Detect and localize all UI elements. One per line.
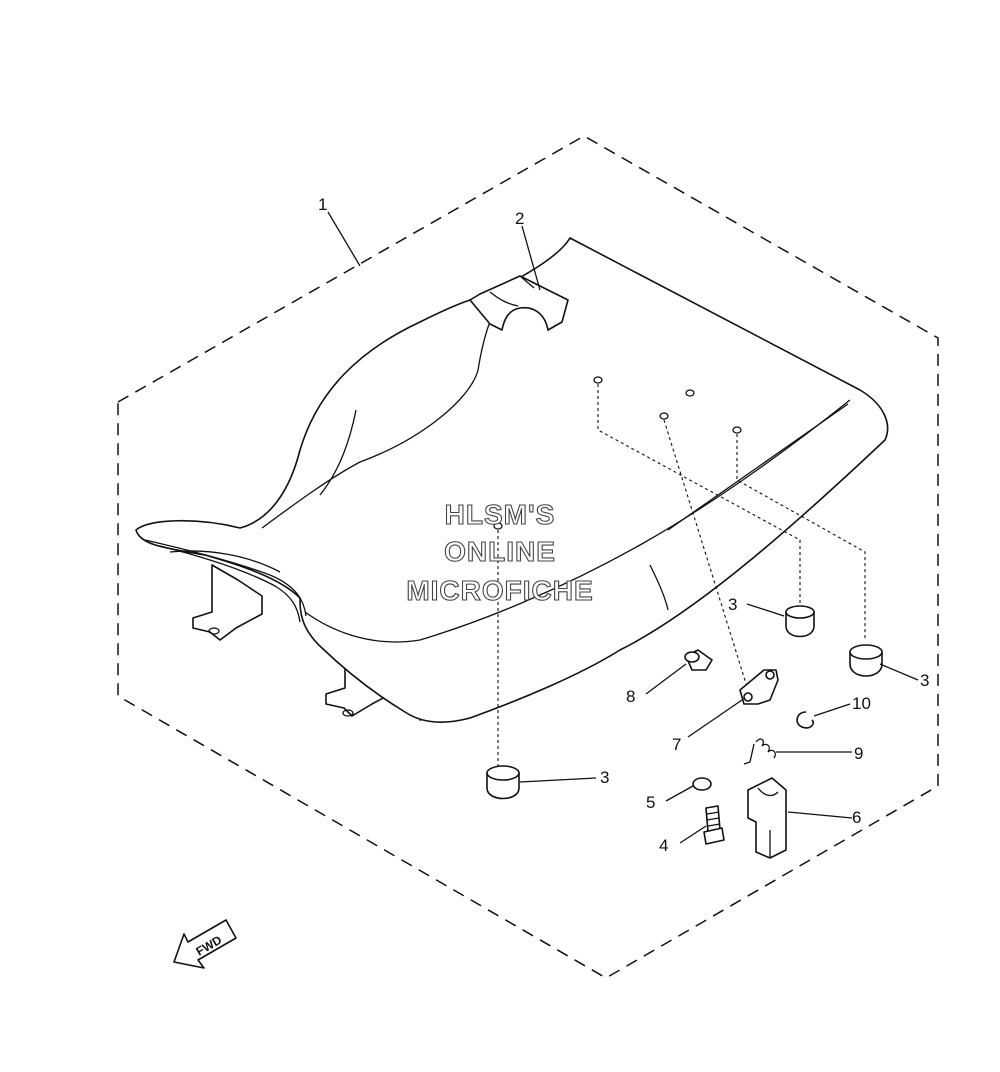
washer-part-5 bbox=[692, 777, 712, 791]
seat-mount-hole bbox=[593, 376, 603, 384]
seat-rear-ridge bbox=[667, 403, 849, 531]
seat-damper-c bbox=[486, 765, 520, 800]
callout-3-damper-c: 3 bbox=[600, 768, 609, 787]
callout-3-damper-a: 3 bbox=[728, 595, 737, 614]
seat-flank-line bbox=[649, 564, 669, 611]
watermark-line-3: MICROFICHE bbox=[406, 575, 593, 606]
seat-damper-a bbox=[785, 605, 815, 638]
seat-front-recess bbox=[169, 550, 281, 573]
assembly-guides bbox=[497, 384, 866, 766]
callout-9: 9 bbox=[854, 744, 863, 763]
leader-lines bbox=[327, 211, 919, 844]
watermark-line-2: ONLINE bbox=[444, 536, 556, 567]
watermark: HLSM'S ONLINE MICROFICHE bbox=[406, 498, 593, 606]
bracket-slot bbox=[342, 709, 354, 717]
seat-strap-seam bbox=[489, 291, 519, 307]
seat-top-contour bbox=[261, 299, 501, 529]
callout-8: 8 bbox=[626, 687, 635, 706]
fwd-arrow-icon: FWD bbox=[173, 919, 237, 969]
seat-strap bbox=[469, 275, 569, 331]
seat-mount-hole bbox=[659, 412, 669, 420]
lock-hook-part-6 bbox=[747, 777, 787, 859]
bracket-slot bbox=[208, 627, 220, 635]
seat-ridge-curve bbox=[319, 409, 357, 496]
seat-front-rim-inner bbox=[159, 545, 301, 623]
seat-strap-seam bbox=[519, 275, 535, 289]
front-bracket-left bbox=[192, 564, 263, 641]
callout-5: 5 bbox=[646, 793, 655, 812]
callout-4: 4 bbox=[659, 836, 668, 855]
spring-part-9 bbox=[743, 738, 776, 765]
watermark-line-1: HLSM'S bbox=[445, 499, 556, 530]
callout-1: 1 bbox=[318, 195, 327, 214]
callout-10: 10 bbox=[852, 694, 871, 713]
seat-mount-hole bbox=[685, 389, 695, 397]
seat-body bbox=[135, 237, 889, 724]
callout-7: 7 bbox=[672, 735, 681, 754]
callout-labels: 1 2 3 3 3 4 5 6 7 8 9 10 bbox=[318, 195, 929, 855]
seat-damper-b bbox=[849, 644, 883, 677]
callout-2: 2 bbox=[515, 209, 524, 228]
lock-bracket-part-7 bbox=[739, 669, 779, 705]
clip-part-10 bbox=[796, 711, 815, 729]
seat-mount-hole bbox=[732, 426, 742, 434]
seat-front-rim bbox=[144, 539, 307, 617]
seat-assembly bbox=[135, 237, 889, 724]
seat-mount-hole bbox=[493, 522, 503, 530]
callout-3-damper-b: 3 bbox=[920, 671, 929, 690]
seat-side-contour bbox=[304, 399, 851, 643]
collar-part-8 bbox=[684, 649, 713, 671]
callout-6: 6 bbox=[852, 808, 861, 827]
bolt-part-4 bbox=[703, 805, 725, 845]
